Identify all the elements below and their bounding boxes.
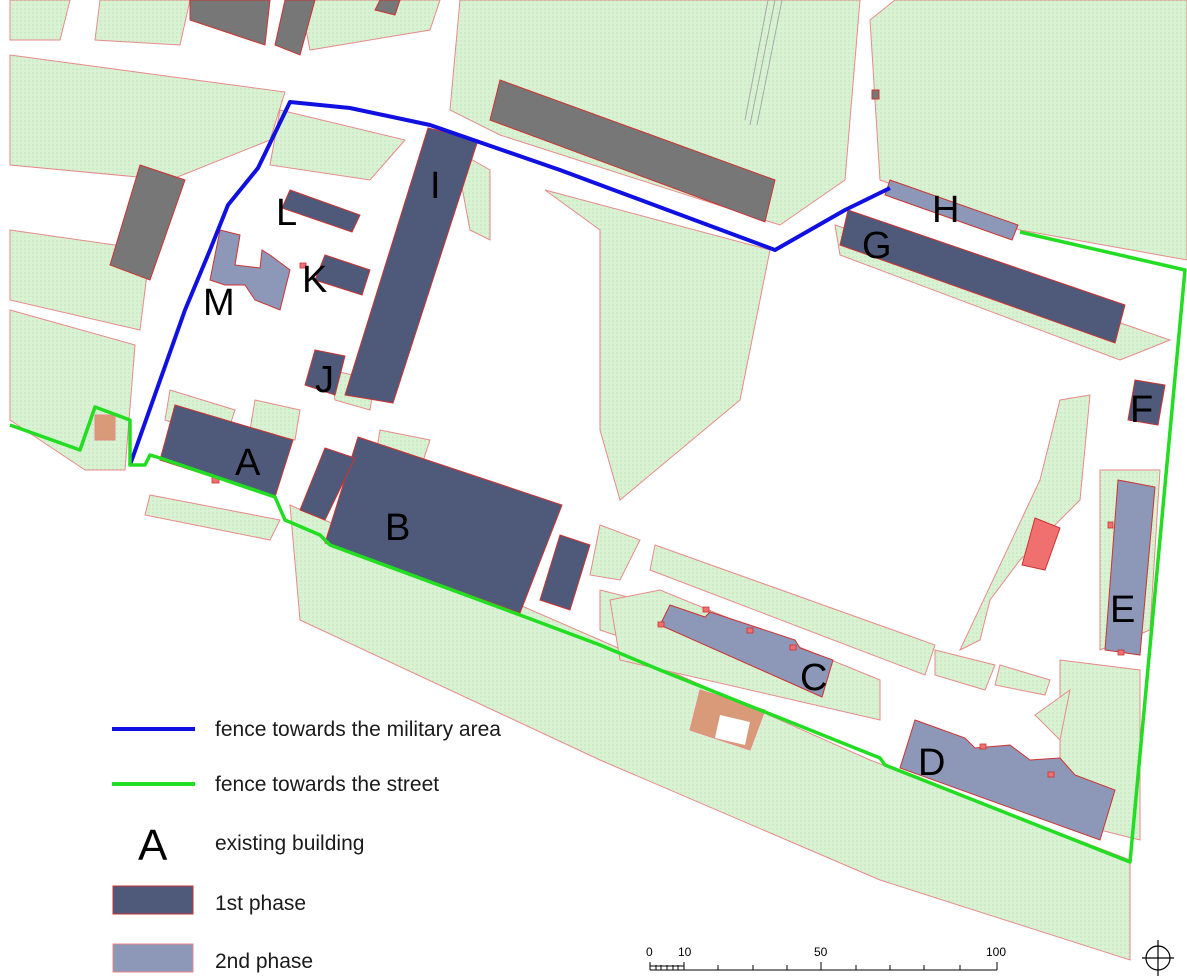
label-J: J xyxy=(315,359,334,401)
label-L: L xyxy=(276,192,297,234)
scale-label-100: 100 xyxy=(986,945,1006,959)
white-patch xyxy=(715,715,750,745)
label-K: K xyxy=(302,259,327,301)
legend-street-label: fence towards the street xyxy=(215,773,439,796)
legend-phase1-swatch xyxy=(112,885,194,915)
other-building xyxy=(274,0,316,56)
phase2-buildings xyxy=(209,179,1156,841)
legend-existing-label: existing building xyxy=(215,832,364,855)
walkway xyxy=(744,0,783,126)
label-I: I xyxy=(430,165,441,207)
legend: fence towards the military area fence to… xyxy=(112,718,501,973)
legend-existing-letter: A xyxy=(138,821,168,870)
other-building xyxy=(189,0,271,46)
building-E[interactable] xyxy=(1104,479,1156,656)
green-area xyxy=(994,664,1051,696)
building-B[interactable] xyxy=(324,436,563,614)
green-area xyxy=(299,0,441,51)
scale-label-0: 0 xyxy=(646,945,653,959)
scale-labels: 0 10 50 100 xyxy=(646,945,1006,959)
label-D: D xyxy=(918,742,945,784)
building-K[interactable] xyxy=(314,254,371,296)
phase1-buildings xyxy=(159,127,1166,614)
building-labels: A B C D E F G H I J K L M xyxy=(203,165,1153,784)
legend-phase2-swatch xyxy=(112,943,194,973)
fence-military xyxy=(128,100,891,466)
other-building xyxy=(871,89,880,100)
building-F[interactable] xyxy=(1127,379,1166,426)
scale-label-10: 10 xyxy=(678,945,692,959)
label-B: B xyxy=(385,507,410,549)
building-G[interactable] xyxy=(839,209,1126,344)
green-area xyxy=(269,109,406,181)
building-B-wing-left[interactable] xyxy=(299,447,356,521)
green-area xyxy=(1034,688,1071,742)
green-area xyxy=(144,494,281,541)
label-E: E xyxy=(1110,589,1135,631)
label-F: F xyxy=(1130,389,1153,431)
label-C: C xyxy=(800,657,827,699)
scale-bar xyxy=(649,962,998,971)
entrance-markers xyxy=(211,262,1125,778)
green-area xyxy=(9,54,286,181)
building-L[interactable] xyxy=(281,189,361,233)
label-H: H xyxy=(932,189,959,231)
north-arrow-icon xyxy=(1142,940,1174,976)
legend-phase2-label: 2nd phase xyxy=(215,950,313,973)
building-B-wing-right[interactable] xyxy=(539,534,591,611)
other-buildings xyxy=(109,0,880,281)
building-M[interactable] xyxy=(209,229,291,311)
building-C[interactable] xyxy=(659,604,834,698)
fence-street xyxy=(9,230,1187,864)
label-A: A xyxy=(235,442,261,484)
legend-phase1-label: 1st phase xyxy=(215,892,306,915)
label-M: M xyxy=(203,282,235,324)
brown-patch xyxy=(94,414,116,441)
green-area xyxy=(958,394,1091,652)
green-area xyxy=(649,544,936,676)
green-area xyxy=(589,524,641,581)
building-J[interactable] xyxy=(304,349,346,396)
green-area xyxy=(94,0,191,46)
green-area xyxy=(9,0,71,41)
green-area xyxy=(249,399,301,441)
other-building xyxy=(109,164,186,281)
label-G: G xyxy=(862,225,892,267)
scale-label-50: 50 xyxy=(814,945,828,959)
other-building xyxy=(374,0,401,16)
building-D[interactable] xyxy=(899,719,1116,841)
green-area xyxy=(869,0,1187,261)
red-patch xyxy=(1021,517,1061,571)
other-building xyxy=(489,79,776,223)
green-area xyxy=(934,649,996,691)
legend-military-label: fence towards the military area xyxy=(215,718,501,741)
